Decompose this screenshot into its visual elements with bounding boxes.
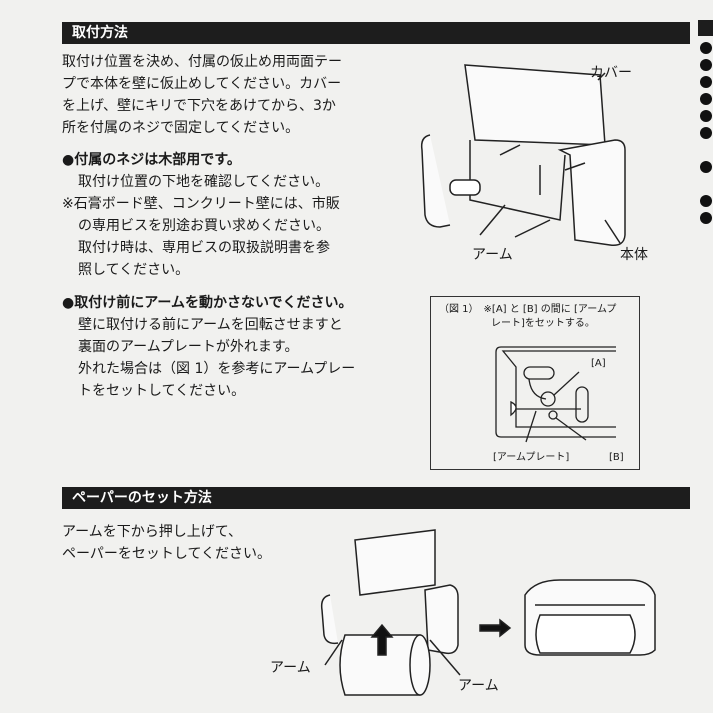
figure-caption: レート]をセットする。: [491, 318, 595, 329]
text-line: プで本体を壁に仮止めしてください。カバー: [62, 76, 342, 92]
installation-instructions: 取付け位置を決め、付属の仮止め用両面テー プで本体を壁に仮止めしてください。カバ…: [62, 51, 342, 139]
label-a: [A]: [591, 358, 606, 369]
label-arm: アーム: [472, 247, 513, 263]
text-line: 所を付属のネジで固定してください。: [62, 120, 300, 136]
arm-note: ●取付け前にアームを動かさないでください。 壁に取付ける前にアームを回転させます…: [62, 292, 355, 402]
screw-note: ●付属のネジは木部用です。 取付け位置の下地を確認してください。 ※石膏ボード壁…: [62, 149, 340, 281]
text-line: 取付け位置を決め、付属の仮止め用両面テー: [62, 54, 342, 70]
text-line: ※石膏ボード壁、コンクリート壁には、市販: [62, 196, 340, 212]
text-line: ペーパーをセットしてください。: [62, 546, 272, 562]
label-arm-plate: [アームプレート]: [493, 452, 570, 463]
text-line: 裏面のアームプレートが外れます。: [78, 339, 299, 355]
text-line: の専用ビスを別途お買い求めください。: [78, 218, 330, 234]
section-header-paper: ペーパーのセット方法: [62, 487, 690, 509]
label-arm-left: アーム: [270, 660, 311, 676]
arm-plate-diagram: [495, 346, 616, 443]
adjacent-page-edge: [698, 20, 713, 229]
paper-set-illustration: [320, 529, 656, 696]
figure-caption: （図 1） ※[A] と [B] の間に [アームプ: [439, 304, 617, 315]
figure-1-box: （図 1） ※[A] と [B] の間に [アームプ レート]をセットする。 […: [430, 296, 640, 470]
text-line: 取付け時は、専用ビスの取扱説明書を参: [78, 240, 330, 256]
label-b: [B]: [609, 452, 624, 463]
label-cover: カバー: [590, 65, 632, 81]
text-line: 取付け位置の下地を確認してください。: [78, 174, 330, 190]
text-line: トをセットしてください。: [78, 383, 246, 399]
section-header-installation: 取付方法: [62, 22, 690, 44]
label-arm-right: アーム: [458, 678, 499, 694]
text-line: を上げ、壁にキリで下穴をあけてから、3か: [62, 98, 336, 114]
label-body: 本体: [620, 247, 648, 263]
text-line: 照してください。: [78, 262, 190, 278]
note-heading: ●取付け前にアームを動かさないでください。: [62, 295, 353, 311]
text-line: 外れた場合は（図 1）を参考にアームプレー: [78, 361, 356, 377]
text-line: 壁に取付ける前にアームを回転させますと: [78, 317, 343, 333]
paper-instructions: アームを下から押し上げて、 ペーパーをセットしてください。: [62, 521, 271, 565]
note-heading: ●付属のネジは木部用です。: [62, 152, 241, 168]
text-line: アームを下から押し上げて、: [62, 524, 243, 540]
holder-install-illustration: [420, 64, 626, 247]
